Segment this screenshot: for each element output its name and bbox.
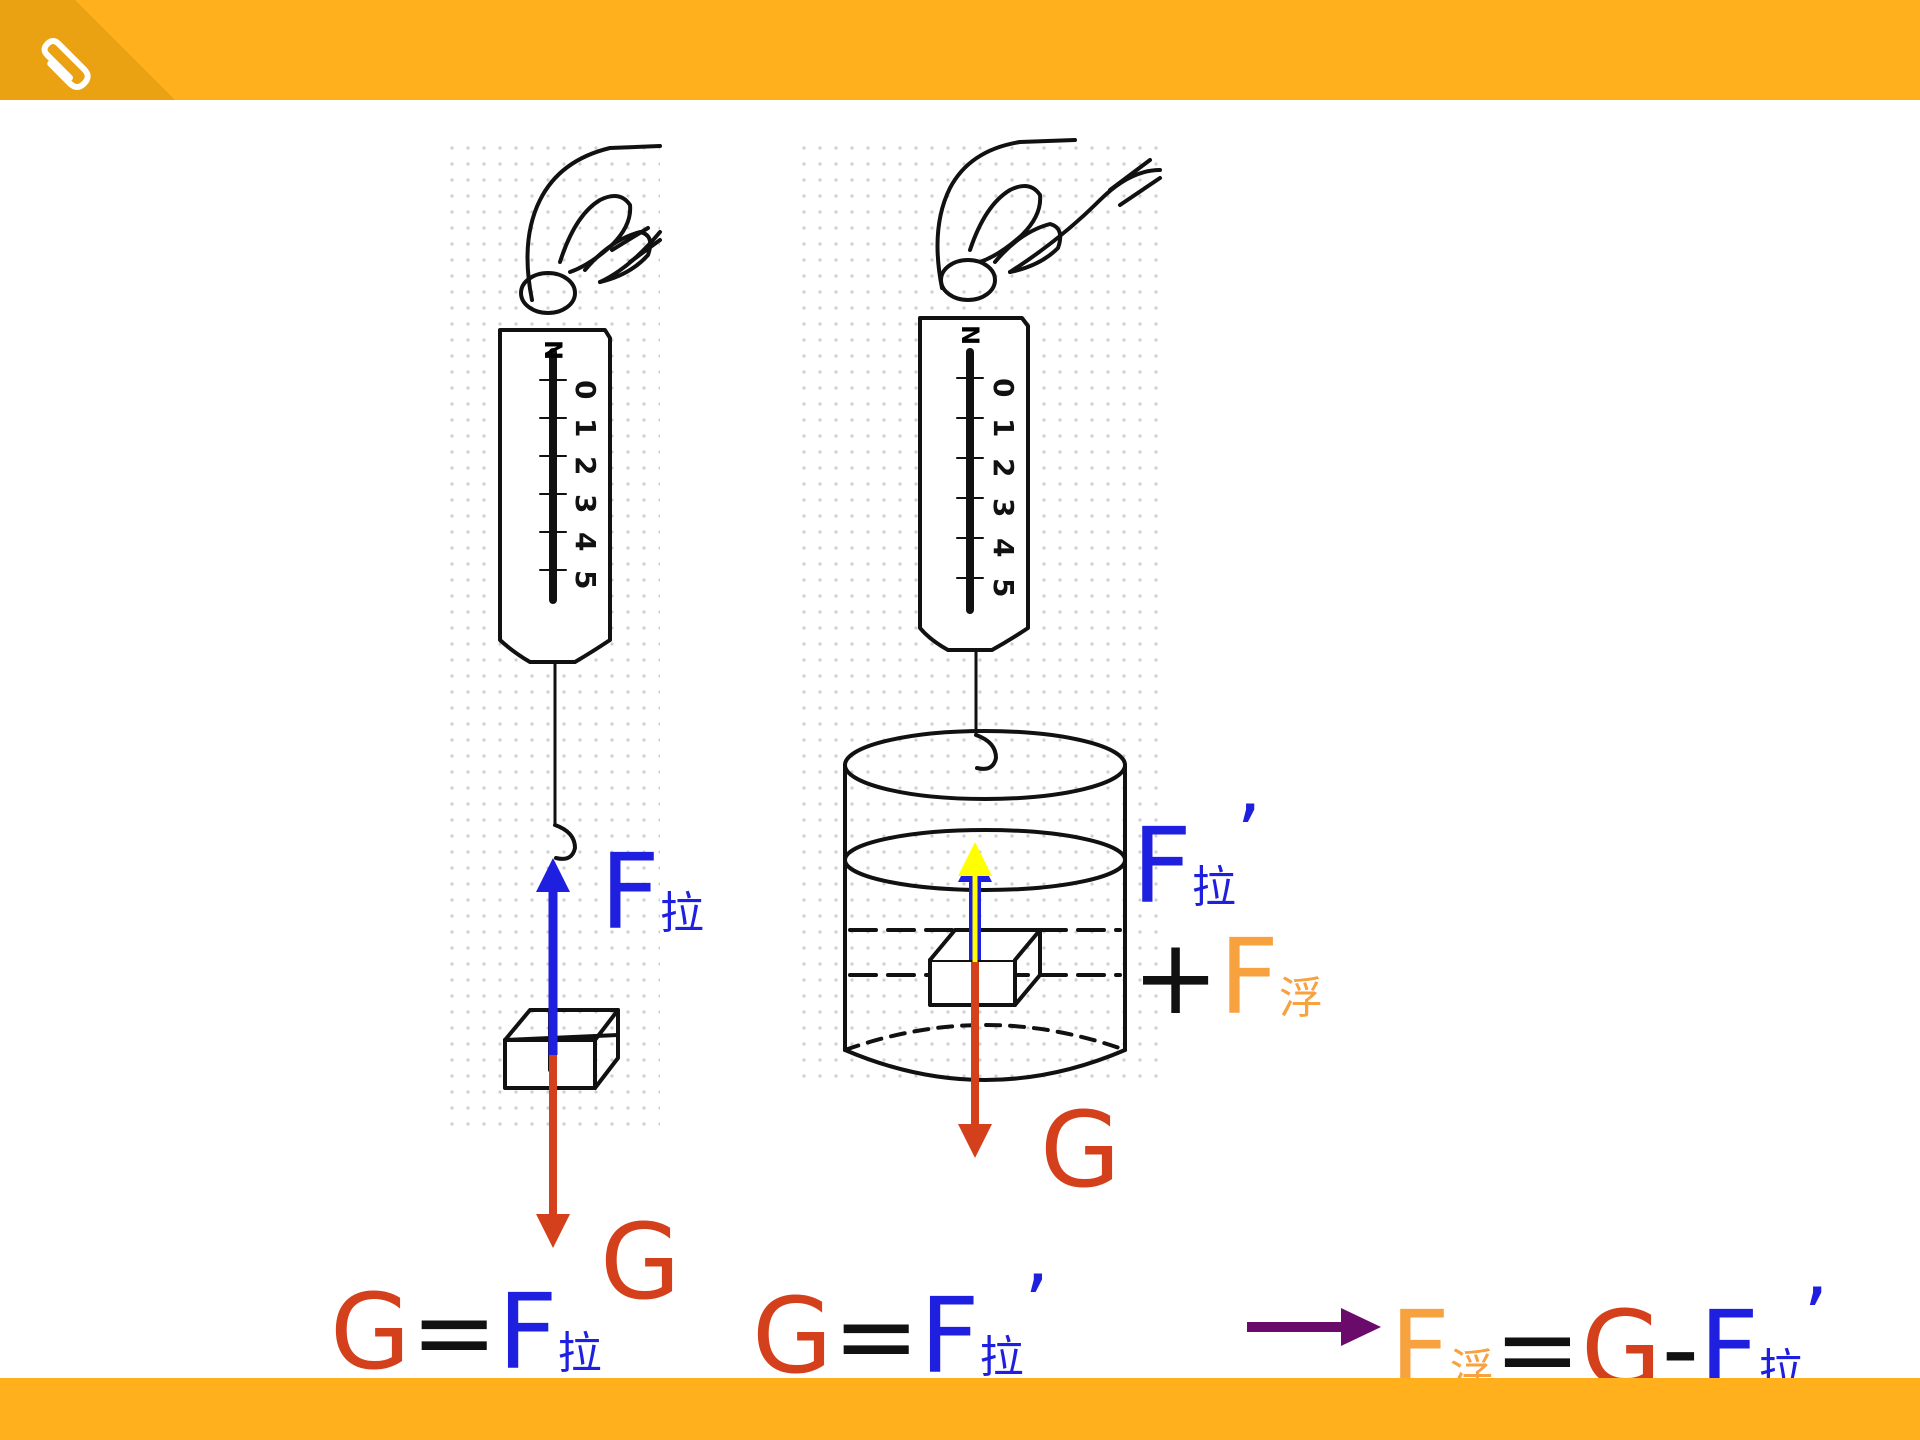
left-scale-tick-label: 2 — [569, 456, 602, 475]
right-cube — [928, 928, 1042, 1007]
water-surface — [843, 828, 1127, 892]
left-scale-tick-label: 4 — [569, 532, 602, 551]
right-scale-tick-label: 1 — [987, 418, 1020, 437]
right-hand — [935, 138, 1162, 290]
right-scale-unit-label: N — [956, 325, 984, 345]
left-scale-tick-label: 3 — [569, 494, 602, 513]
paperclip-icon — [41, 38, 91, 90]
left-scale-tick-label: 0 — [569, 380, 602, 399]
left-spring-scale-apparatus — [498, 144, 662, 1090]
right-scale-tick-label: 3 — [987, 498, 1020, 517]
right-scale-ring — [939, 258, 997, 302]
equation-left: G=F拉 — [330, 1271, 602, 1393]
right-scale-tick-label: 4 — [987, 538, 1020, 557]
force-arrows — [536, 842, 992, 1248]
footer-bar — [0, 1378, 1920, 1440]
left-scale-hook — [553, 823, 577, 861]
left-scale-ticks — [539, 379, 567, 571]
left-scale-ring — [519, 271, 577, 315]
right-scale-tick-label: 5 — [987, 578, 1020, 597]
right-inner-force-arrow-head — [958, 842, 992, 876]
right-gravity-arrow-head — [958, 1124, 992, 1158]
left-pull-force-arrow-head — [536, 858, 570, 892]
left-gravity-label: G — [600, 1201, 681, 1323]
right-scale-tick-labels: 0 1 2 3 4 5 — [987, 378, 1020, 597]
right-buoyancy-label: +F浮 — [1132, 916, 1323, 1038]
left-scale-tick-labels: 0 1 2 3 4 5 — [569, 380, 602, 589]
left-scale-unit-label: N — [539, 340, 567, 360]
right-scale-ticks — [956, 377, 984, 579]
left-scale-tick-label: 1 — [569, 418, 602, 437]
equation-middle: G=F拉’ — [752, 1258, 1049, 1397]
right-pull-force-label: F拉’ — [1132, 788, 1262, 927]
right-scale-tick-label: 2 — [987, 458, 1020, 477]
left-pull-force-label: F拉 — [600, 831, 704, 953]
right-spring-scale-apparatus — [843, 138, 1162, 1082]
right-scale-tick-label: 0 — [987, 378, 1020, 397]
right-arrow-icon — [1247, 1308, 1381, 1346]
right-scale-hook — [974, 733, 998, 771]
left-gravity-arrow-head — [536, 1214, 570, 1248]
left-scale-tick-label: 5 — [569, 570, 602, 589]
water-beaker — [843, 729, 1127, 1082]
left-hand — [525, 144, 662, 302]
right-gravity-label: G — [1040, 1089, 1121, 1211]
header-bar — [0, 0, 1920, 100]
